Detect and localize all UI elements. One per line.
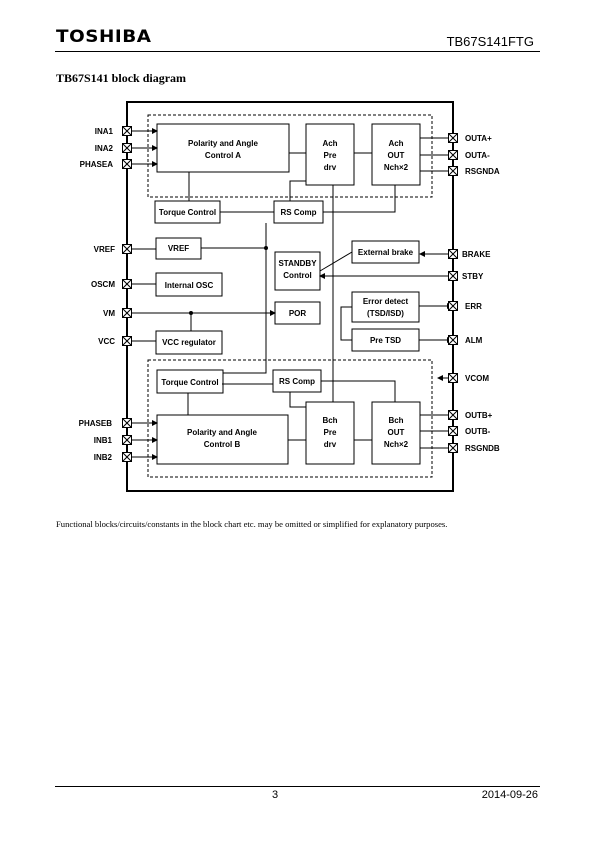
pin-label-outb-plus: OUTB+ [465,411,493,420]
pin-label-vcom: VCOM [465,374,489,383]
torque-b-block [156,369,224,394]
pin-outa-minus-marker [448,150,458,160]
pin-label-phaseb: PHASEB [79,419,113,428]
bch-predrv-label-3: drv [324,440,337,449]
pin-label-alm: ALM [465,336,483,345]
chip-outline [126,101,454,492]
header-divider [55,51,540,52]
pin-vcom-marker [448,373,458,383]
ach-out-label-3: Nch×2 [384,163,409,172]
footer-divider [55,786,540,787]
rscomp-a-label: RS Comp [281,208,317,217]
pin-label-ina1: INA1 [95,127,114,136]
junction-dot [189,311,193,315]
ach-predrv-block [305,123,355,186]
pin-inb2-marker [122,452,132,462]
pin-label-outa-minus: OUTA- [465,151,490,160]
pin-label-err: ERR [465,302,482,311]
toshiba-logo: TOSHIBA [56,27,152,47]
standby-label-2: Control [283,271,311,280]
footnote: Functional blocks/circuits/constants in … [56,519,448,529]
pin-alm-marker [448,335,458,345]
channel-b-region [147,359,433,478]
pin-rsgnda-marker [448,166,458,176]
error-detect-label-2: (TSD/ISD) [367,309,404,318]
bch-out-label-3: Nch×2 [384,440,409,449]
bch-out-label-2: OUT [388,428,405,437]
page-number: 3 [271,789,279,801]
vref-block-label: VREF [168,244,189,253]
ach-predrv-label-1: Ach [322,139,337,148]
ach-predrv-label-2: Pre [324,151,337,160]
pin-label-rsgnda: RSGNDA [465,167,500,176]
pin-label-outa-plus: OUTA+ [465,134,492,143]
pretsd-label: Pre TSD [370,336,401,345]
polarity-a-label-2: Control A [205,151,241,160]
pin-label-rsgndb: RSGNDB [465,444,500,453]
internal-osc-label: Internal OSC [165,281,214,290]
bch-predrv-label-2: Pre [324,428,337,437]
pin-rsgndb-marker [448,443,458,453]
vcc-regulator-label: VCC regulator [162,338,216,347]
bch-predrv-block [305,401,355,465]
polarity-a-label-1: Polarity and Angle [188,139,258,148]
pin-err-marker [448,301,458,311]
pin-label-phasea: PHASEA [80,160,114,169]
pin-label-vm: VM [103,309,115,318]
pin-label-inb1: INB1 [94,436,113,445]
bch-out-block [371,401,421,465]
pin-outa-plus-marker [448,133,458,143]
polarity-b-label-2: Control B [204,440,241,449]
rscomp-b-label: RS Comp [279,377,315,386]
error-detect-label-1: Error detect [363,297,409,306]
vcc-regulator-block [155,330,223,355]
pin-label-vcc: VCC [98,337,115,346]
bch-out-label-1: Bch [388,416,403,425]
part-number: TB67S141FTG [446,34,534,49]
pin-label-oscm: OSCM [91,280,115,289]
torque-a-label: Torque Control [159,208,216,217]
pin-label-outb-minus: OUTB- [465,427,491,436]
pin-stby-marker [448,271,458,281]
polarity-a-block [156,123,290,173]
junction-dot [264,246,268,250]
pin-oscm-marker [122,279,132,289]
pin-label-brake: BRAKE [462,250,491,259]
ach-predrv-label-3: drv [324,163,337,172]
torque-b-label: Torque Control [161,378,218,387]
pin-outb-plus-marker [448,410,458,420]
pin-label-ina2: INA2 [95,144,114,153]
pin-vcc-marker [122,336,132,346]
pin-label-vref: VREF [94,245,115,254]
standby-label-1: STANDBY [278,259,317,268]
pin-ina2-marker [122,143,132,153]
por-label: POR [289,309,307,318]
pin-inb1-marker [122,435,132,445]
external-brake-label: External brake [358,248,414,257]
bch-predrv-label-1: Bch [322,416,337,425]
pin-brake-marker [448,249,458,259]
document-date: 2014-09-26 [481,789,538,801]
pin-phaseb-marker [122,418,132,428]
section-title: TB67S141 block diagram [56,71,187,85]
pin-label-inb2: INB2 [94,453,113,462]
polarity-b-label-1: Polarity and Angle [187,428,257,437]
pin-label-stby: STBY [462,272,484,281]
ach-out-label-2: OUT [388,151,405,160]
pin-vm-marker [122,308,132,318]
pin-phasea-marker [122,159,132,169]
pin-outb-minus-marker [448,426,458,436]
pin-vref-marker [122,244,132,254]
ach-out-label-1: Ach [388,139,403,148]
pin-ina1-marker [122,126,132,136]
